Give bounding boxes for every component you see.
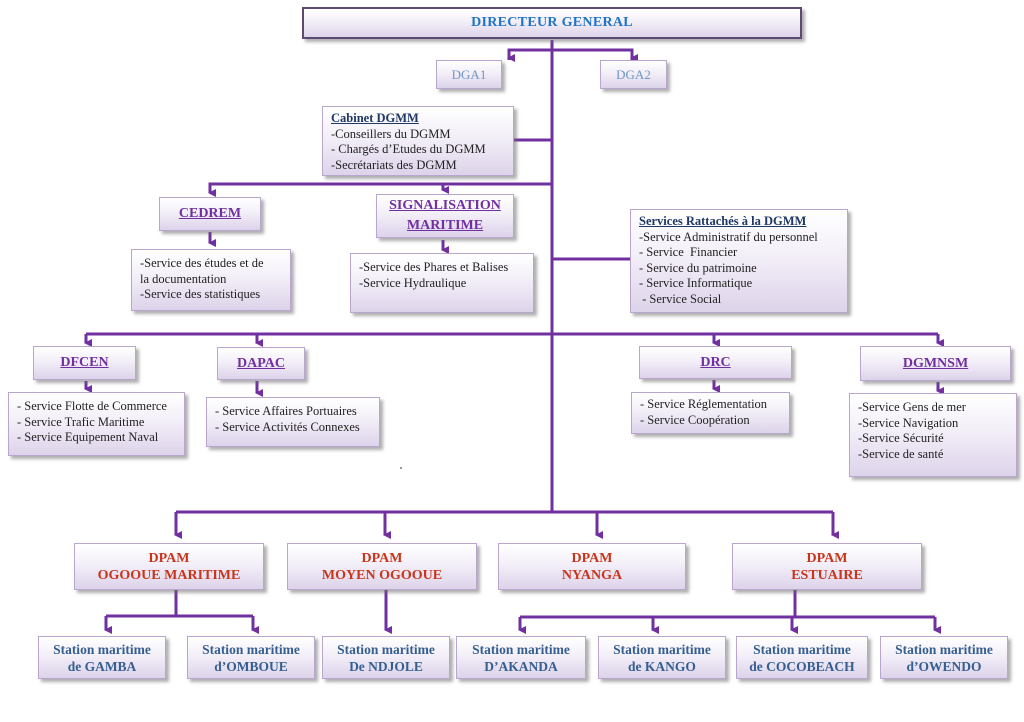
connector-centers <box>208 182 552 190</box>
service-item: -Service des statistiques <box>140 287 261 301</box>
dpam-label: DPAM <box>361 550 403 566</box>
cedrem-services-box[interactable]: -Service des études et de la documentati… <box>131 249 291 311</box>
dgmnsm-services-box[interactable]: -Service Gens de mer -Service Navigation… <box>849 393 1017 477</box>
dapac-services-box[interactable]: - Service Affaires Portuaires - Service … <box>206 397 380 447</box>
dfcen-title: DFCEN <box>60 355 109 370</box>
dga2-label: DGA2 <box>616 66 651 82</box>
service-item: -Service Gens de mer <box>858 400 966 414</box>
service-item: - Service Equipement Naval <box>17 430 159 444</box>
dgmnsm-box[interactable]: DGMNSM <box>860 346 1011 381</box>
station-label: Station maritime <box>613 641 711 657</box>
station-label: Station maritime <box>337 641 435 657</box>
station-kango-box[interactable]: Station maritime de KANGO <box>598 636 726 679</box>
station-label: Station maritime <box>53 641 151 657</box>
dpam-region: NYANGA <box>561 567 623 583</box>
station-label: Station maritime <box>202 641 300 657</box>
cabinet-title: Cabinet DGMM <box>331 111 419 125</box>
station-gamba-box[interactable]: Station maritime de GAMBA <box>38 636 166 679</box>
cabinet-item: -Secrétariats des DGMM <box>331 157 457 172</box>
dpam-ogooue-maritime-box[interactable]: DPAM OGOOUE MARITIME <box>74 543 264 590</box>
station-name: d’OMBOUE <box>214 658 288 674</box>
station-owendo-box[interactable]: Station maritime d’OWENDO <box>880 636 1008 679</box>
station-label: Station maritime <box>895 641 993 657</box>
dga2-box[interactable]: DGA2 <box>600 60 667 89</box>
attached-service-item: -Service Administratif du personnel <box>639 229 818 244</box>
service-item: - Service Flotte de Commerce <box>17 399 167 413</box>
station-name: De NDJOLE <box>349 658 423 674</box>
attached-service-item: - Service Social <box>639 291 722 306</box>
connector-dga <box>507 48 634 60</box>
dga1-box[interactable]: DGA1 <box>436 60 502 89</box>
dpam-region: ESTUAIRE <box>791 567 863 583</box>
service-item: - Service Trafic Maritime <box>17 414 145 429</box>
service-item: -Service de santé <box>858 446 944 461</box>
station-cocobeach-box[interactable]: Station maritime de COCOBEACH <box>736 636 868 679</box>
service-item: -Service Hydraulique <box>359 275 467 290</box>
drc-title: DRC <box>700 354 731 370</box>
station-omboue-box[interactable]: Station maritime d’OMBOUE <box>187 636 315 679</box>
dpam-nyanga-box[interactable]: DPAM NYANGA <box>498 543 686 590</box>
dapac-title: DAPAC <box>237 355 285 371</box>
station-label: Station maritime <box>753 641 851 657</box>
dgmnsm-title: DGMNSM <box>902 355 969 371</box>
attached-services-box[interactable]: Services Rattachés à la DGMM -Service Ad… <box>630 209 848 313</box>
signalisation-maritime-box[interactable]: SIGNALISATION MARITIME <box>376 194 514 238</box>
director-general-box[interactable]: DIRECTEUR GENERAL <box>302 7 802 39</box>
cabinet-box[interactable]: Cabinet DGMM -Conseillers du DGMM - Char… <box>322 106 514 176</box>
dfcen-box[interactable]: DFCEN <box>33 346 136 380</box>
attached-services-title: Services Rattachés à la DGMM <box>639 214 807 228</box>
drc-services-box[interactable]: - Service Réglementation - Service Coopé… <box>631 392 790 434</box>
service-item: -Service des Phares et Balises <box>359 260 509 274</box>
cabinet-item: - Chargés d’Etudes du DGMM <box>331 142 486 156</box>
service-item: - Service Réglementation <box>640 397 768 411</box>
dpam-region: OGOOUE MARITIME <box>97 567 241 583</box>
stray-dot <box>400 467 402 469</box>
drc-box[interactable]: DRC <box>639 346 792 379</box>
service-item: - Service Activités Connexes <box>215 419 360 434</box>
dpam-estuaire-box[interactable]: DPAM ESTUAIRE <box>732 543 922 590</box>
service-item: -Service Navigation <box>858 415 959 430</box>
attached-service-item: - Service Informatique <box>639 276 753 290</box>
dpam-label: DPAM <box>806 550 848 566</box>
dpam-label: DPAM <box>571 550 613 566</box>
signalisation-services-box[interactable]: -Service des Phares et Balises -Service … <box>350 253 534 313</box>
station-ndjole-box[interactable]: Station maritime De NDJOLE <box>322 636 450 679</box>
station-name: de KANGO <box>628 658 696 674</box>
dpam-moyen-ogooue-box[interactable]: DPAM MOYEN OGOOUE <box>287 543 477 590</box>
station-label: Station maritime <box>472 641 570 657</box>
signalisation-title-line1: SIGNALISATION <box>389 198 501 213</box>
station-name: de COCOBEACH <box>749 658 855 674</box>
director-general-title: DIRECTEUR GENERAL <box>471 15 633 30</box>
cedrem-box[interactable]: CEDREM <box>159 197 261 231</box>
dfcen-services-box[interactable]: - Service Flotte de Commerce - Service T… <box>8 392 185 456</box>
station-name: de GAMBA <box>67 658 137 674</box>
dpam-label: DPAM <box>148 550 190 566</box>
service-item: la documentation <box>140 271 227 286</box>
attached-service-item: - Service Financier <box>639 245 738 259</box>
cabinet-item: -Conseillers du DGMM <box>331 126 451 141</box>
signalisation-title-line2: MARITIME <box>406 218 484 233</box>
station-akanda-box[interactable]: Station maritime D’AKANDA <box>456 636 586 679</box>
attached-service-item: - Service du patrimoine <box>639 260 757 275</box>
service-item: - Service Affaires Portuaires <box>215 404 357 418</box>
dga1-label: DGA1 <box>451 66 487 82</box>
service-item: -Service des études et de <box>140 256 264 270</box>
station-name: D’AKANDA <box>484 658 558 674</box>
service-item: -Service Sécurité <box>858 431 944 445</box>
dpam-region: MOYEN OGOOUE <box>321 567 443 583</box>
station-name: d’OWENDO <box>906 658 982 674</box>
cedrem-title: CEDREM <box>178 206 242 221</box>
dapac-box[interactable]: DAPAC <box>217 347 305 380</box>
service-item: - Service Coopération <box>640 412 750 427</box>
